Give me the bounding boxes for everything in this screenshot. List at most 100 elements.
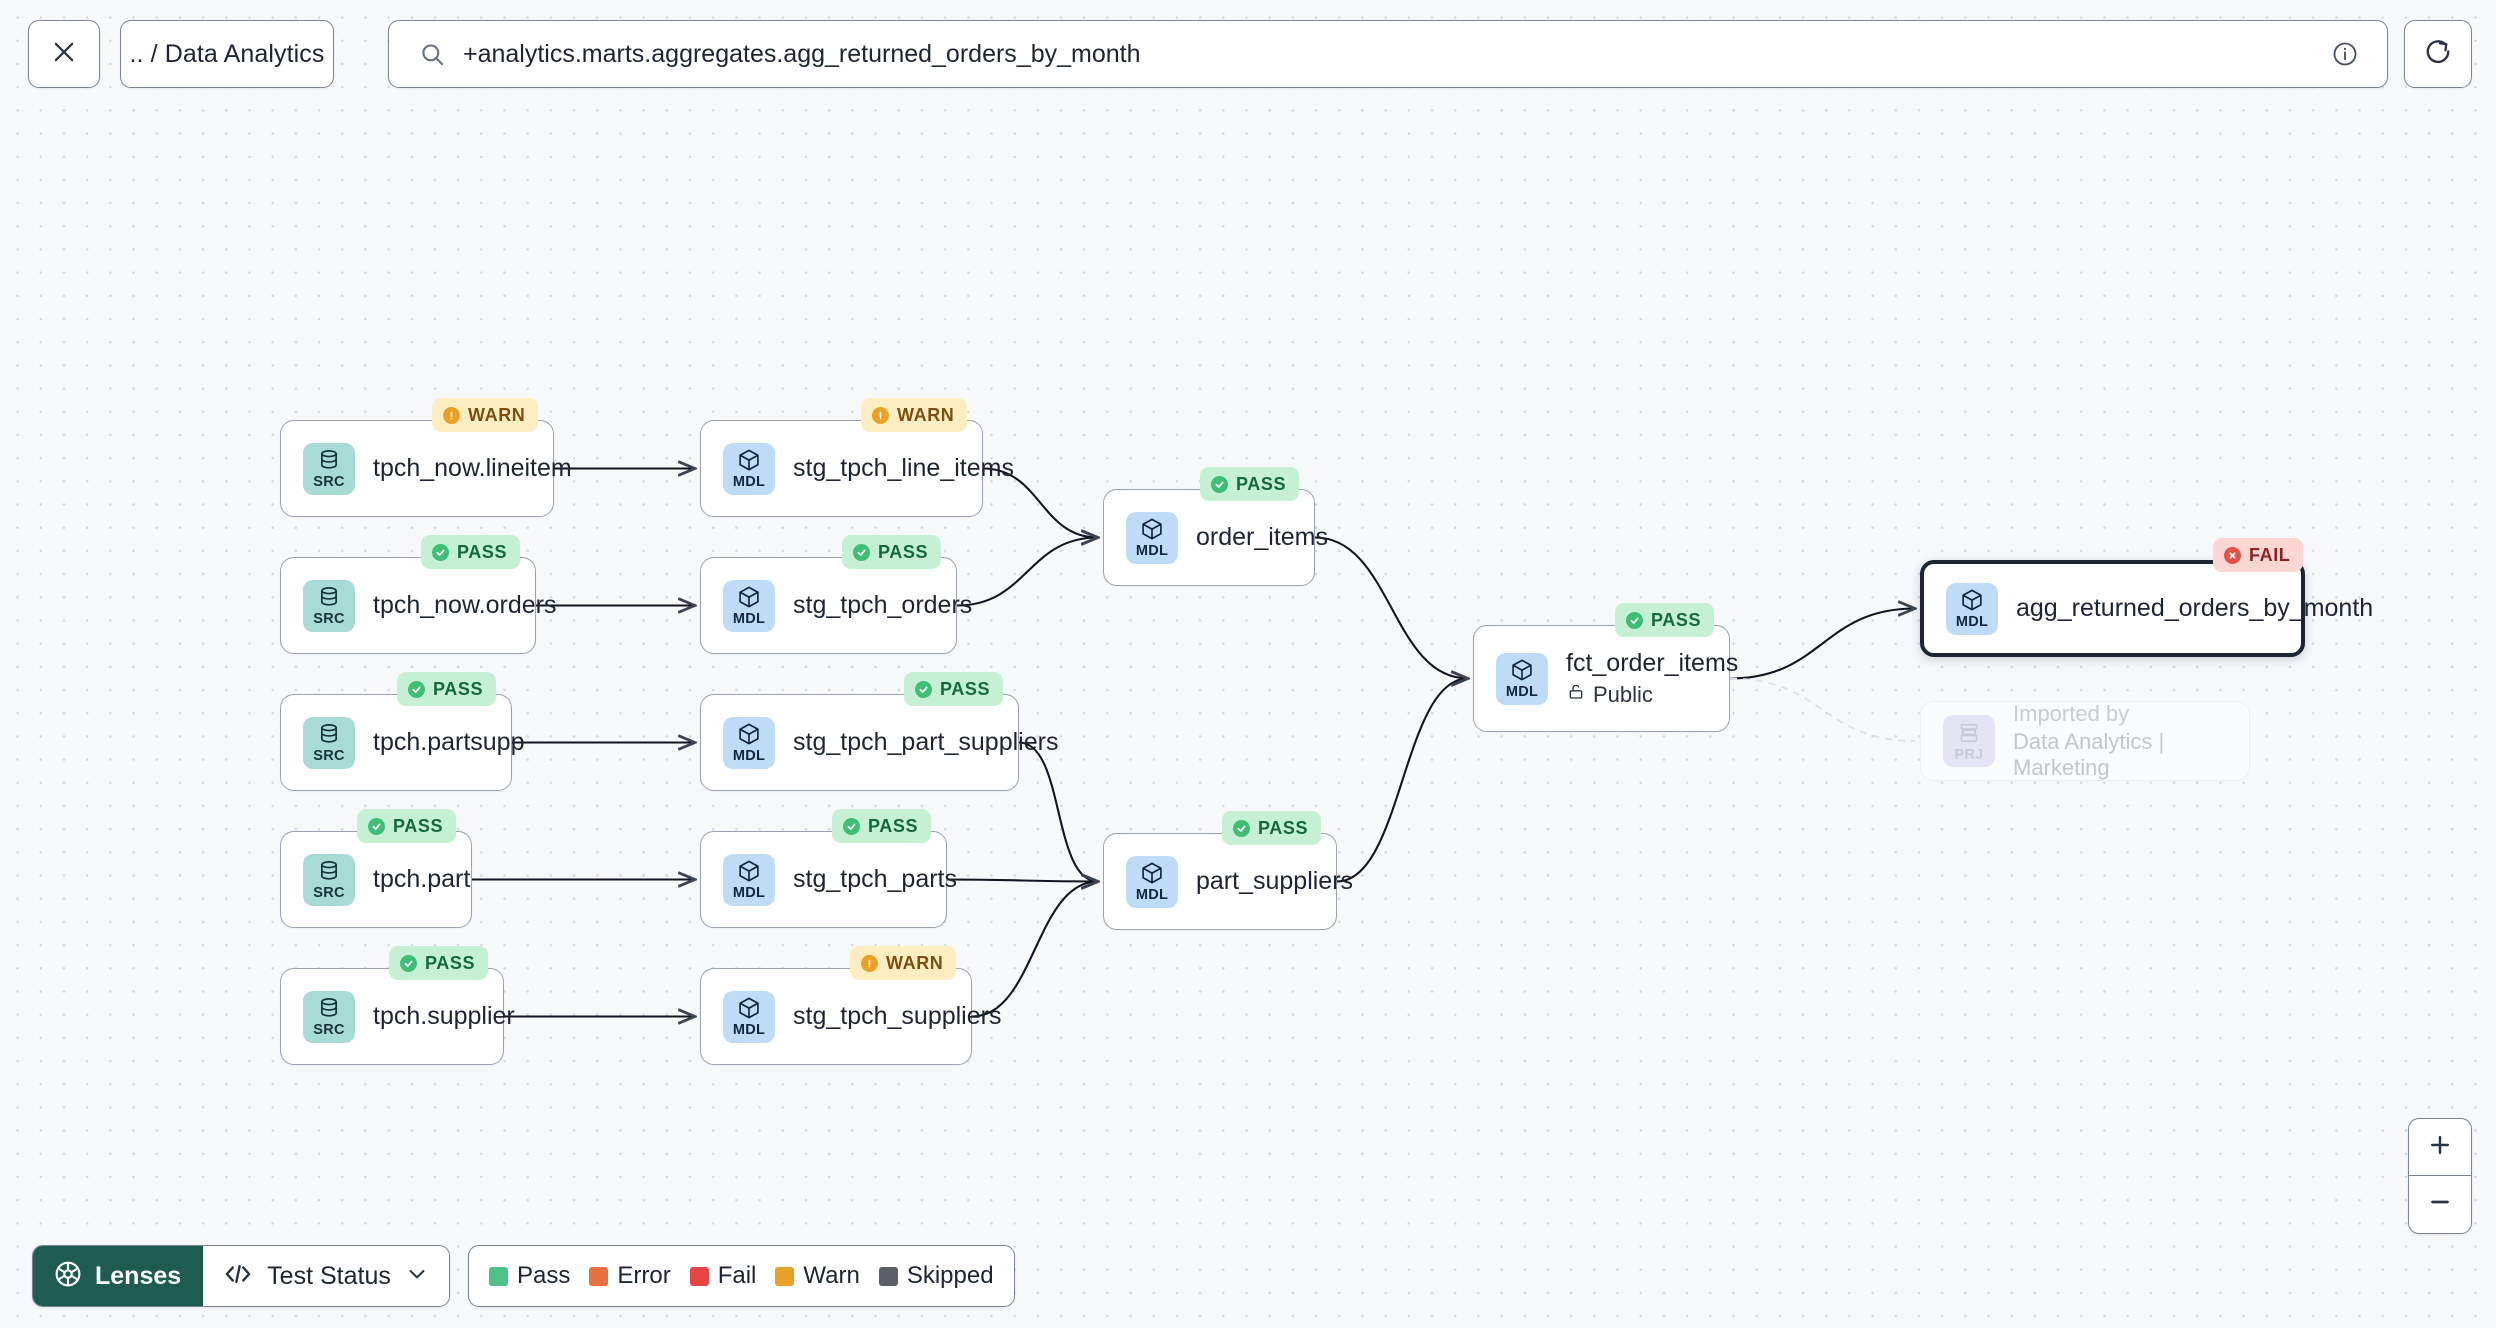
node-text: stg_tpch_line_items (793, 454, 1014, 483)
status-badge-warn[interactable]: WARN (850, 946, 957, 980)
refresh-button[interactable] (2404, 20, 2472, 88)
chevron-down-icon (405, 1262, 429, 1291)
status-dot-icon (368, 817, 385, 835)
status-badge-label: PASS (425, 952, 476, 973)
legend-item-error[interactable]: Error (589, 1262, 671, 1290)
node-text: stg_tpch_suppliers (793, 1002, 1001, 1031)
edge-fct_order_items-to-agg_returned_orders_by_month (1729, 609, 1915, 680)
status-badge-pass[interactable]: PASS (389, 946, 489, 980)
mdl-type-icon: MDL (723, 579, 775, 632)
refresh-icon (2423, 37, 2453, 72)
node-text: tpch.part (373, 865, 470, 894)
status-dot-icon (1626, 611, 1643, 629)
legend-item-warn[interactable]: Warn (775, 1262, 860, 1290)
status-badge-label: PASS (1236, 473, 1287, 494)
status-dot-icon (861, 954, 878, 972)
edge-fct_order_items-to-imported_by_project (1729, 677, 1916, 742)
node-text: stg_tpch_parts (793, 865, 957, 894)
node-subtitle-label: Public (1593, 682, 1653, 708)
mdl-type-icon: MDL (1126, 855, 1178, 908)
mdl-type-icon: MDL (723, 716, 775, 769)
status-dot-icon (2224, 546, 2241, 564)
status-dot-icon (915, 680, 932, 698)
status-badge-warn[interactable]: WARN (861, 398, 968, 432)
mdl-type-icon: MDL (1946, 582, 1998, 635)
lenses-button[interactable]: Lenses (33, 1246, 204, 1306)
node-subtitle: Data Analytics | Marketing (2013, 729, 2249, 781)
status-badge-label: WARN (468, 404, 526, 425)
legend-swatch-icon (589, 1266, 609, 1286)
status-badge-pass[interactable]: PASS (357, 809, 457, 843)
graph-node-part_suppliers[interactable]: MDL part_suppliers (1103, 833, 1353, 930)
test-status-dropdown[interactable]: Test Status (203, 1246, 449, 1306)
status-badge-pass[interactable]: PASS (1200, 467, 1300, 501)
graph-node-stg_tpch_orders[interactable]: MDL stg_tpch_orders (700, 557, 972, 654)
src-type-icon: SRC (303, 579, 355, 632)
node-subtitle: Public (1566, 682, 1738, 708)
status-dot-icon (400, 954, 417, 972)
status-badge-pass[interactable]: PASS (842, 535, 942, 569)
status-badge-label: PASS (393, 815, 444, 836)
zoom-out-button[interactable] (2409, 1176, 2471, 1233)
top-toolbar: .. / Data Analytics +analytics.marts.agg… (0, 0, 2496, 120)
status-badge-label: PASS (878, 541, 929, 562)
status-badge-pass[interactable]: PASS (904, 672, 1004, 706)
node-text: stg_tpch_orders (793, 591, 972, 620)
node-title: tpch.part (373, 865, 471, 894)
minus-icon (2426, 1188, 2454, 1221)
search-icon (411, 33, 453, 75)
search-value: +analytics.marts.aggregates.agg_returned… (463, 39, 1141, 68)
status-badge-label: PASS (940, 678, 991, 699)
mdl-type-icon: MDL (1496, 652, 1548, 705)
node-title: tpch.partsupp (373, 728, 525, 757)
node-subtitle-label: Data Analytics | Marketing (2013, 728, 2165, 780)
info-icon[interactable] (2325, 34, 2365, 74)
legend-swatch-icon (775, 1266, 795, 1286)
status-badge-label: PASS (1651, 609, 1702, 630)
lenses-label: Lenses (95, 1261, 182, 1290)
legend-item-pass[interactable]: Pass (489, 1262, 570, 1290)
legend-item-skipped[interactable]: Skipped (878, 1262, 994, 1290)
node-title: part_suppliers (1196, 867, 1354, 896)
legend-swatch-icon (689, 1266, 709, 1286)
plus-icon (2426, 1131, 2454, 1164)
status-badge-pass[interactable]: PASS (1615, 603, 1715, 637)
edge-order_items-to-fct_order_items (1314, 536, 1468, 679)
status-badge-label: PASS (433, 678, 484, 699)
status-badge-warn[interactable]: WARN (432, 398, 539, 432)
status-badge-fail[interactable]: FAIL (2213, 538, 2304, 572)
status-badge-pass[interactable]: PASS (832, 809, 932, 843)
edge-stg_tpch_parts-to-part_suppliers (946, 880, 1098, 882)
node-title: Imported by (2013, 701, 2130, 727)
graph-node-agg_returned_orders_by_month[interactable]: MDL agg_returned_orders_by_month (1920, 560, 2373, 657)
status-badge-pass[interactable]: PASS (1222, 811, 1322, 845)
node-title: stg_tpch_orders (793, 591, 973, 620)
close-button[interactable] (28, 20, 100, 88)
status-badge-label: WARN (897, 404, 955, 425)
node-title: tpch.supplier (373, 1002, 515, 1031)
status-badge-pass[interactable]: PASS (421, 535, 521, 569)
legend-swatch-icon (489, 1266, 508, 1286)
node-title: agg_returned_orders_by_month (2016, 594, 2374, 623)
zoom-in-button[interactable] (2409, 1119, 2471, 1176)
breadcrumb[interactable]: .. / Data Analytics (120, 20, 334, 88)
status-dot-icon (853, 543, 870, 561)
legend-item-fail[interactable]: Fail (689, 1262, 756, 1290)
search-input[interactable]: +analytics.marts.aggregates.agg_returned… (388, 20, 2388, 88)
status-badge-pass[interactable]: PASS (397, 672, 497, 706)
status-badge-label: PASS (1258, 817, 1309, 838)
